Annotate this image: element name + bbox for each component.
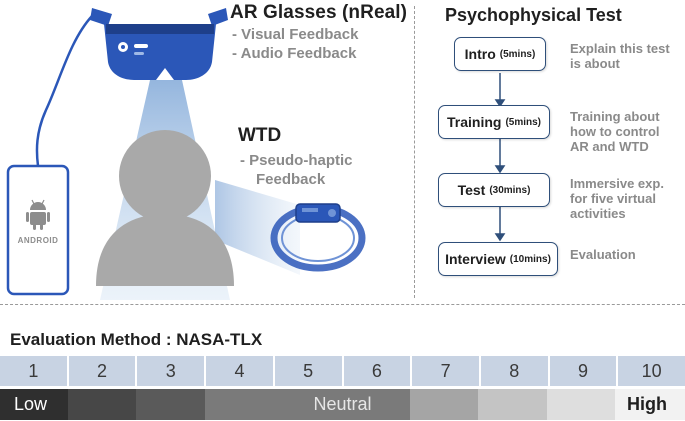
desc-line: activities (570, 206, 626, 221)
test-flow-arrows (494, 73, 506, 242)
step-interview: Interview (10mins) (438, 242, 558, 276)
desc-line: how to control (570, 124, 660, 139)
glasses-cable (35, 15, 93, 167)
scale-number: 1 (0, 356, 69, 386)
grade-segment (615, 389, 685, 420)
grade-segment (547, 389, 615, 420)
step-interview-desc: Evaluation (570, 247, 636, 262)
step-test-desc: Immersive exp. for five virtual activiti… (570, 176, 664, 221)
step-intro-name: Intro (464, 46, 496, 62)
scale-number: 3 (137, 356, 207, 386)
step-intro-duration: (5mins) (499, 48, 536, 60)
desc-line: AR and WTD (570, 139, 649, 154)
grade-segment (68, 389, 136, 420)
vertical-divider (414, 6, 415, 298)
scale-number: 2 (68, 356, 138, 386)
ar-glasses-icon (90, 8, 228, 80)
glasses-feature-audio: - Audio Feedback (232, 45, 357, 62)
step-intro: Intro (5mins) (454, 37, 546, 71)
test-title: Psychophysical Test (445, 5, 622, 25)
scale-number: 10 (618, 356, 685, 386)
desc-line: Immersive exp. (570, 176, 664, 191)
desc-line: Evaluation (570, 247, 636, 262)
evaluation-title: Evaluation Method : NASA-TLX (10, 330, 263, 349)
step-test-duration: (30mins) (489, 184, 531, 196)
step-interview-name: Interview (445, 251, 506, 267)
phone-os-label: ANDROID (17, 236, 59, 245)
grade-segment (205, 389, 410, 420)
scale-number: 8 (480, 356, 550, 386)
setup-illustration (6, 8, 366, 300)
desc-line: Training about (570, 109, 660, 124)
wrist-device-icon (270, 203, 366, 272)
step-intro-desc: Explain this test is about (570, 41, 670, 71)
grade-label-neutral: Neutral (313, 394, 372, 414)
grade-segment (410, 389, 478, 420)
wtd-title: WTD (238, 125, 282, 146)
step-test-name: Test (457, 182, 486, 198)
user-silhouette (96, 130, 234, 286)
desc-line: for five virtual (570, 191, 656, 206)
step-training-duration: (5mins) (505, 116, 541, 128)
scale-number: 9 (549, 356, 619, 386)
wtd-feature-line2: Feedback (256, 171, 326, 188)
scale-number: 7 (412, 356, 481, 386)
grade-label-low: Low (14, 394, 48, 414)
step-training-name: Training (446, 114, 502, 130)
grade-segment (0, 389, 68, 420)
desc-line: is about (570, 56, 620, 71)
step-training-desc: Training about how to control AR and WTD (570, 109, 660, 154)
desc-line: Explain this test (570, 41, 670, 56)
scale-number: 5 (274, 356, 344, 386)
android-logo-icon (26, 199, 50, 230)
step-test: Test (30mins) (438, 173, 550, 207)
android-phone-icon (6, 164, 70, 296)
scale-number: 4 (206, 356, 275, 386)
scale-number-row: 1 2 3 4 5 6 7 8 9 10 (0, 356, 685, 386)
scale-number: 6 (343, 356, 413, 386)
grade-bar: Low Neutral High (0, 389, 685, 420)
horizontal-divider (0, 304, 685, 305)
grade-segment (478, 389, 547, 420)
wtd-feature-line1: - Pseudo-haptic (240, 152, 353, 169)
step-interview-duration: (10mins) (509, 253, 551, 265)
glasses-feature-visual: - Visual Feedback (232, 26, 359, 43)
glasses-title: AR Glasses (nReal) (230, 2, 408, 23)
grade-label-high: High (627, 394, 667, 414)
grade-segment (136, 389, 205, 420)
step-training: Training (5mins) (438, 105, 550, 139)
